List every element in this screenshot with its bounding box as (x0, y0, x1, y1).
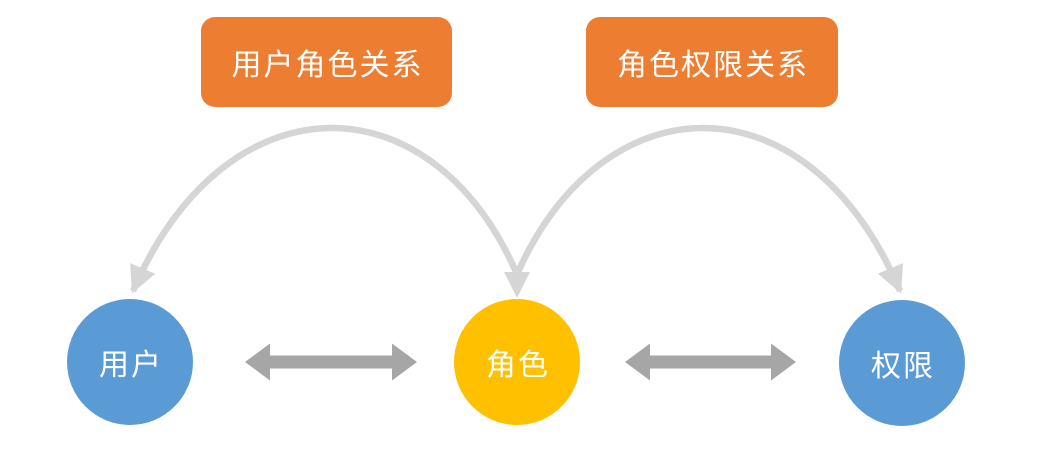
node-user: 用户 (67, 299, 193, 425)
relationship-box-user-role-label: 用户角色关系 (231, 49, 424, 82)
node-role: 角色 (454, 299, 580, 425)
relationship-box-user-role: 用户角色关系 (201, 17, 452, 107)
arc-arrow-user-role (130, 124, 519, 294)
node-user-label: 用户 (99, 349, 163, 382)
node-role-label: 角色 (486, 349, 550, 382)
arc-arrow-role-permission (515, 124, 904, 294)
node-permission-label: 权限 (871, 350, 935, 383)
double-arrow-role-permission (625, 343, 796, 381)
arc-arrowhead-role-icon (504, 272, 530, 298)
double-arrow-user-role (245, 343, 417, 381)
node-permission: 权限 (839, 300, 965, 426)
relationship-box-role-permission: 角色权限关系 (586, 17, 838, 107)
relationship-box-role-permission-label: 角色权限关系 (617, 49, 809, 82)
